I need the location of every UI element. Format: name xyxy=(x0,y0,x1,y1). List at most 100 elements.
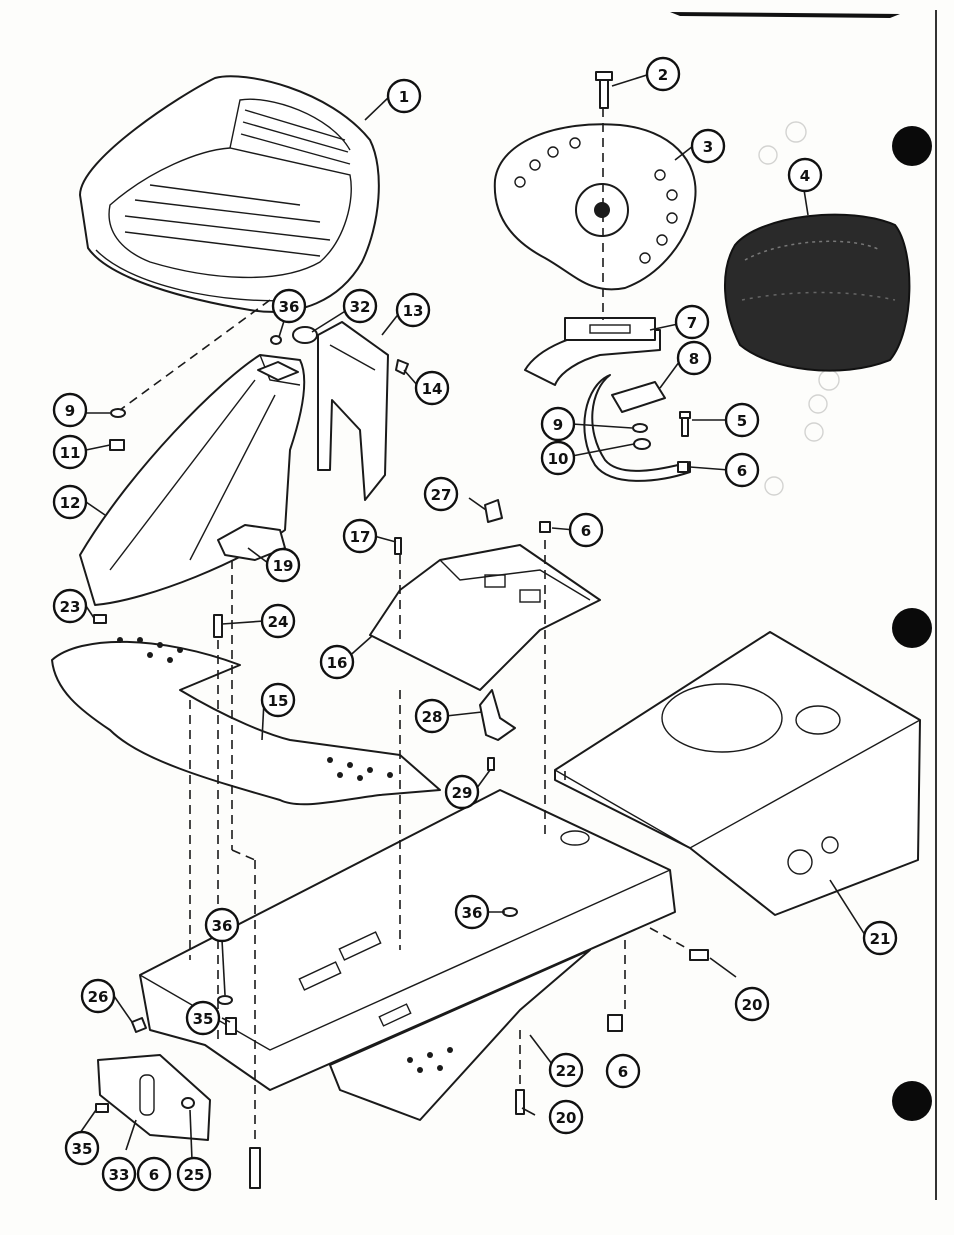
callout-20: 20 xyxy=(736,988,768,1020)
part-6-nut xyxy=(678,462,688,472)
callout-number: 8 xyxy=(689,350,699,368)
callout-number: 1 xyxy=(399,88,409,106)
callout-number: 6 xyxy=(618,1063,628,1081)
part-35-bolt xyxy=(96,1104,108,1112)
callout-8: 8 xyxy=(678,342,710,374)
part-10-bushing xyxy=(634,439,650,449)
part-20-bolt xyxy=(690,950,708,960)
callout-6: 6 xyxy=(138,1158,170,1190)
callout-number: 13 xyxy=(403,302,424,320)
part-9-washer xyxy=(111,409,125,417)
callout-number: 24 xyxy=(268,613,289,631)
binder-hole xyxy=(892,126,932,166)
callout-number: 12 xyxy=(60,494,81,512)
binder-hole xyxy=(892,1081,932,1121)
callout-13: 13 xyxy=(397,294,429,326)
callout-24: 24 xyxy=(262,605,294,637)
part-8-plate xyxy=(612,382,665,412)
part-24-bolt xyxy=(214,615,222,637)
callout-number: 4 xyxy=(800,167,810,185)
callout-14: 14 xyxy=(416,372,448,404)
binder-hole xyxy=(892,608,932,648)
callout-number: 20 xyxy=(556,1109,577,1127)
callout-3: 3 xyxy=(692,130,724,162)
callout-number: 28 xyxy=(422,708,443,726)
callout-number: 36 xyxy=(212,917,233,935)
callout-10: 10 xyxy=(542,442,574,474)
callout-1: 1 xyxy=(388,80,420,112)
callout-number: 16 xyxy=(327,654,348,672)
main-frame-and-part-22 xyxy=(140,790,675,1120)
callout-number: 35 xyxy=(193,1010,214,1028)
scan-edge-mark xyxy=(670,12,900,18)
callout-number: 20 xyxy=(742,996,763,1014)
callout-25: 25 xyxy=(178,1158,210,1190)
callout-number: 9 xyxy=(553,416,563,434)
callout-33: 33 xyxy=(103,1158,135,1190)
callout-number: 9 xyxy=(65,402,75,420)
callout-number: 36 xyxy=(279,298,300,316)
callout-36: 36 xyxy=(206,909,238,941)
callout-12: 12 xyxy=(54,486,86,518)
part-29-screw xyxy=(488,758,494,770)
part-6-nut xyxy=(608,1015,622,1031)
part-11-bolt xyxy=(110,440,124,450)
callout-number: 10 xyxy=(548,450,569,468)
callout-number: 22 xyxy=(556,1062,577,1080)
callout-36: 36 xyxy=(456,896,488,928)
callout-number: 27 xyxy=(431,486,452,504)
callout-number: 14 xyxy=(422,380,443,398)
part-20-bolt xyxy=(516,1090,524,1114)
part-5-bolt xyxy=(680,412,690,436)
part-bolt-lower xyxy=(250,1148,260,1188)
part-3-pan-seat xyxy=(495,124,696,289)
callout-number: 25 xyxy=(184,1166,205,1184)
callout-5: 5 xyxy=(726,404,758,436)
callout-number: 26 xyxy=(88,988,109,1006)
callout-15: 15 xyxy=(262,684,294,716)
callout-26: 26 xyxy=(82,980,114,1012)
callout-35: 35 xyxy=(66,1132,98,1164)
callout-number: 33 xyxy=(109,1166,130,1184)
part-15-footrest xyxy=(52,637,440,804)
part-16-cover xyxy=(370,545,600,690)
part-36-plug xyxy=(271,336,281,344)
part-36-plug xyxy=(503,908,517,916)
callout-27: 27 xyxy=(425,478,457,510)
callout-28: 28 xyxy=(416,700,448,732)
callout-number: 29 xyxy=(452,784,473,802)
part-6-nut xyxy=(540,522,550,532)
part-9-washer xyxy=(633,424,647,432)
callout-35: 35 xyxy=(187,1002,219,1034)
callout-4: 4 xyxy=(789,159,821,191)
callout-number: 36 xyxy=(462,904,483,922)
callout-9: 9 xyxy=(54,394,86,426)
callout-number: 17 xyxy=(350,528,371,546)
callout-16: 16 xyxy=(321,646,353,678)
callout-number: 23 xyxy=(60,598,81,616)
callout-number: 35 xyxy=(72,1140,93,1158)
part-13-bracket xyxy=(318,322,388,500)
callout-36: 36 xyxy=(273,290,305,322)
callout-number: 5 xyxy=(737,412,747,430)
callout-6: 6 xyxy=(570,514,602,546)
callout-32: 32 xyxy=(344,290,376,322)
callout-22: 22 xyxy=(550,1054,582,1086)
part-6-nut xyxy=(182,1098,194,1108)
callout-23: 23 xyxy=(54,590,86,622)
part-4-cushion xyxy=(725,215,909,371)
callout-number: 6 xyxy=(149,1166,159,1184)
part-2-bolt xyxy=(596,72,612,108)
callout-number: 6 xyxy=(737,462,747,480)
part-17-screw xyxy=(395,538,401,554)
callout-11: 11 xyxy=(54,436,86,468)
callout-29: 29 xyxy=(446,776,478,808)
callout-number: 6 xyxy=(581,522,591,540)
callout-9: 9 xyxy=(542,408,574,440)
callout-6: 6 xyxy=(607,1055,639,1087)
callout-2: 2 xyxy=(647,58,679,90)
callout-number: 2 xyxy=(658,66,668,84)
part-23-bolt xyxy=(94,615,106,623)
